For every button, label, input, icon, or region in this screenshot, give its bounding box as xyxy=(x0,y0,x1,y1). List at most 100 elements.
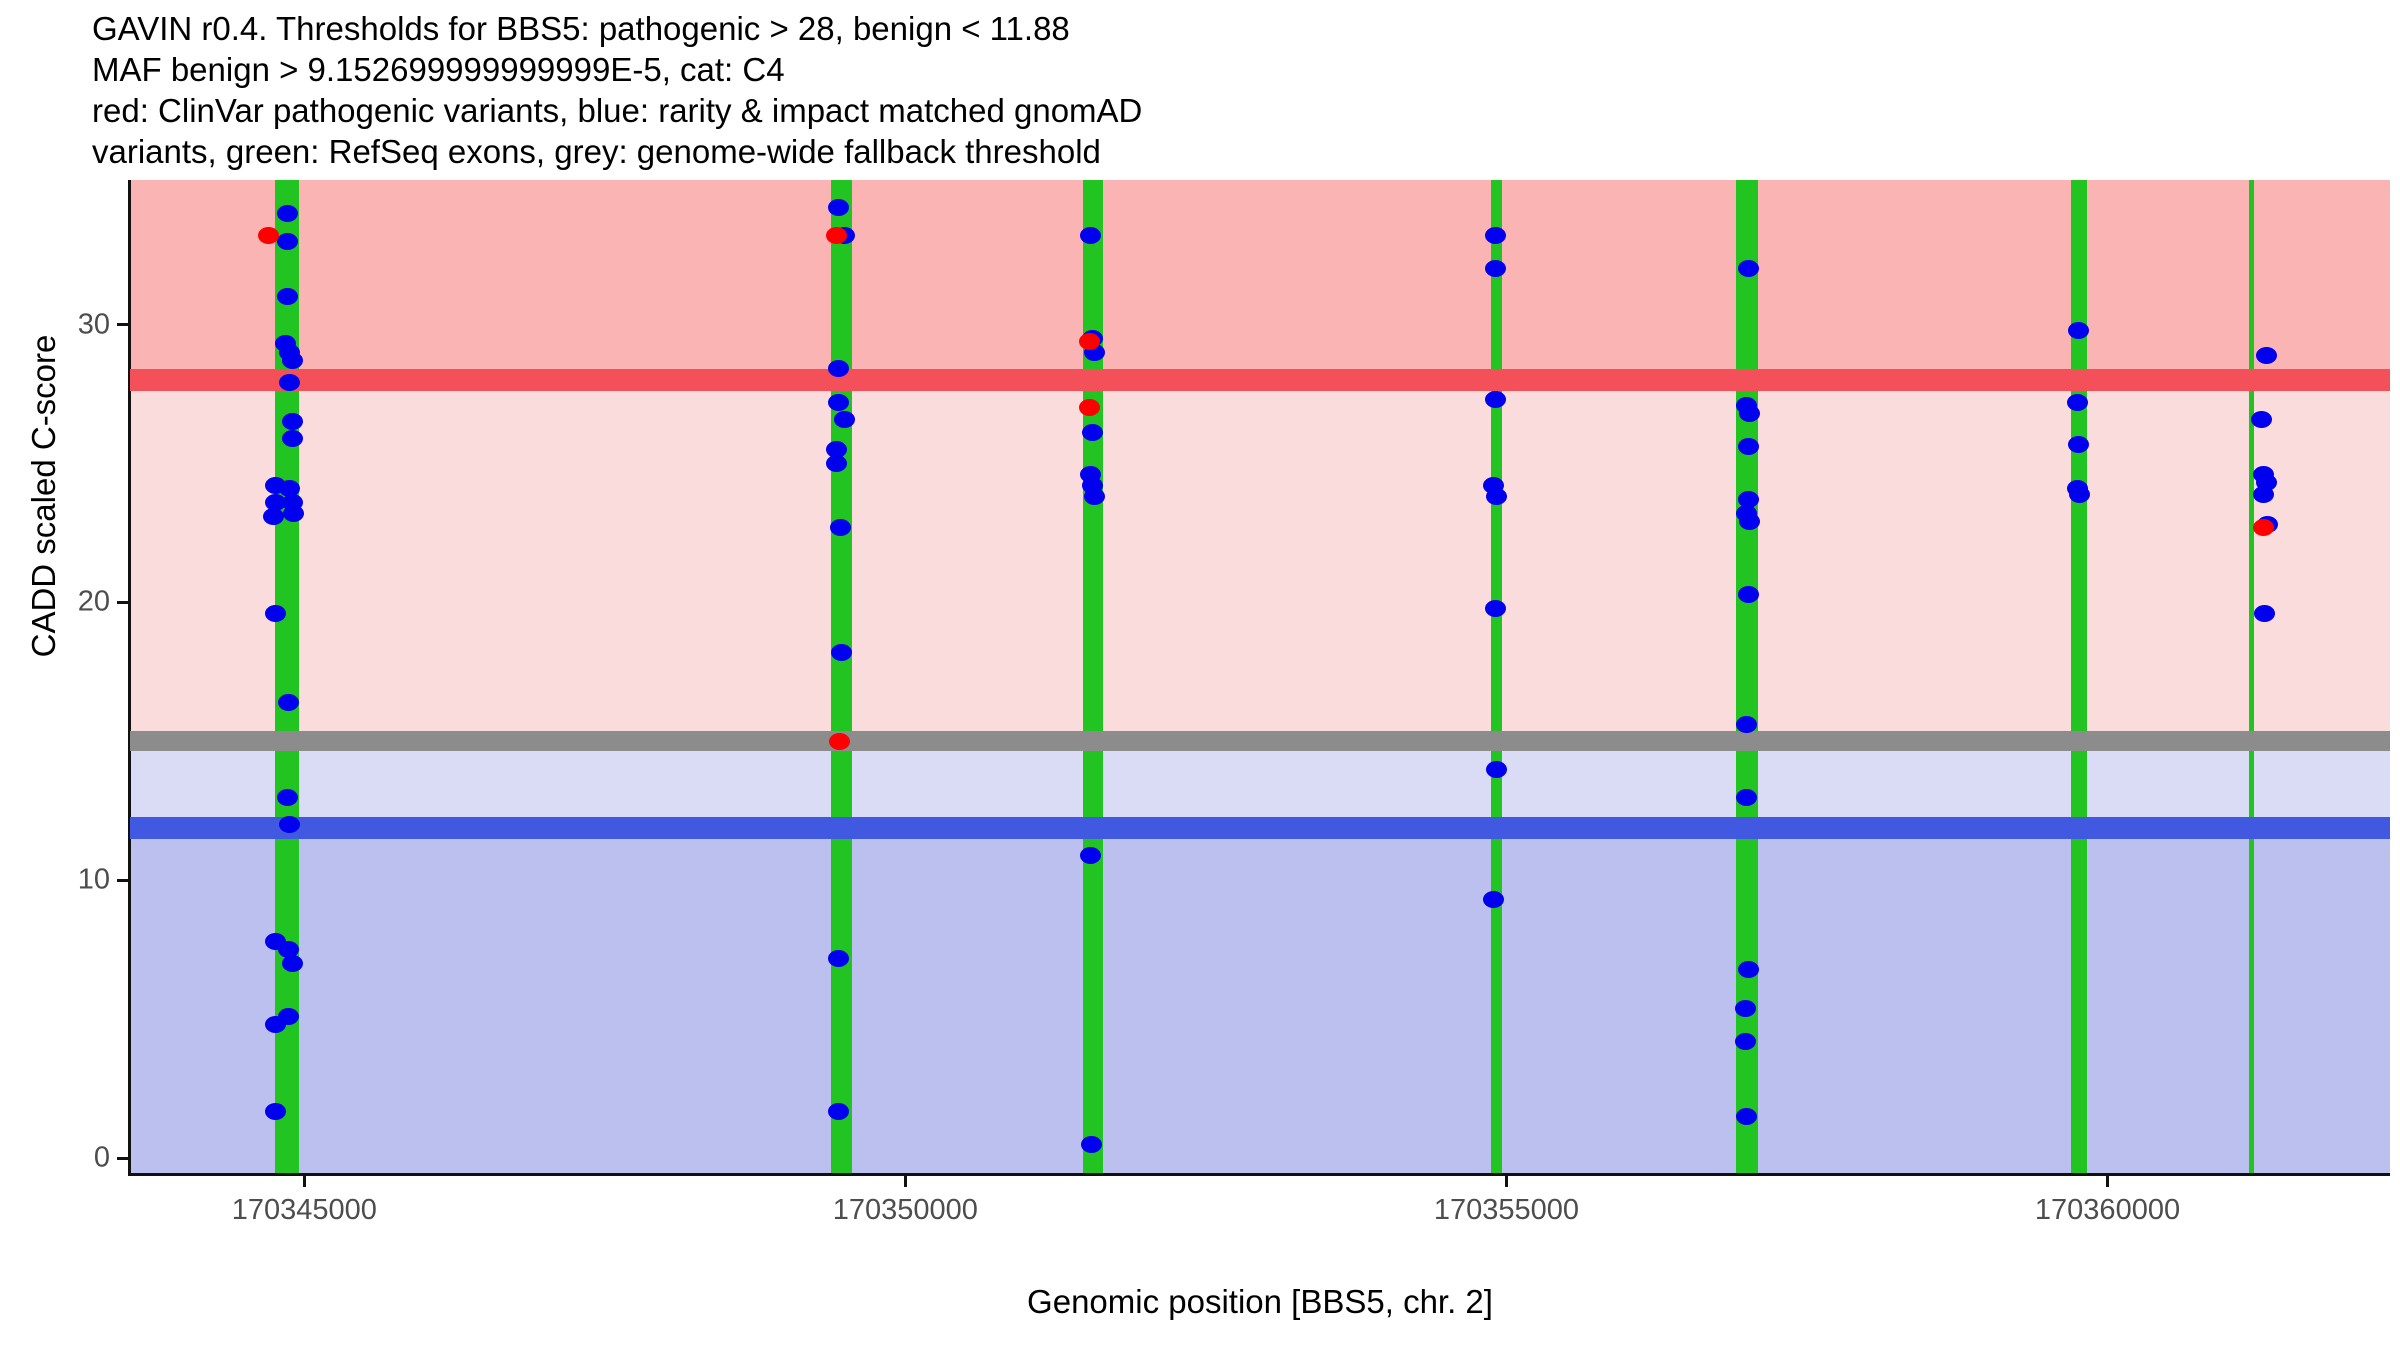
gnomad-point xyxy=(826,454,848,472)
benign-threshold-line xyxy=(130,817,2390,840)
gnomad-point xyxy=(279,374,301,392)
gnomad-point xyxy=(1737,260,1759,278)
clinvar-point xyxy=(1078,399,1100,417)
x-tick-label: 170360000 xyxy=(2034,1194,2181,1226)
gnomad-point xyxy=(829,518,851,536)
gnomad-point xyxy=(1736,1108,1758,1126)
gnomad-point xyxy=(281,413,303,431)
plot-panel xyxy=(130,180,2390,1175)
pathogenic-threshold-line xyxy=(130,369,2390,392)
gnomad-point xyxy=(279,480,301,497)
y-axis-line xyxy=(128,180,131,1175)
gnomad-point xyxy=(1485,599,1507,617)
gnomad-point xyxy=(827,1102,849,1120)
gnomad-point xyxy=(1738,404,1760,422)
gnomad-point xyxy=(1080,227,1101,245)
gnomad-point xyxy=(1486,488,1508,506)
y-tick xyxy=(117,323,128,327)
exon-band-5 xyxy=(1736,180,1758,1175)
gnomad-point xyxy=(2068,321,2090,339)
clinvar-point xyxy=(828,732,850,750)
vous-zone xyxy=(130,741,2390,829)
gnomad-point xyxy=(276,232,298,250)
gnomad-point xyxy=(1735,1033,1757,1051)
y-tick xyxy=(117,1156,128,1160)
fallback-threshold-line xyxy=(130,731,2390,752)
gnomad-point xyxy=(278,694,300,711)
gnomad-point xyxy=(1735,999,1757,1017)
x-tick-label: 170345000 xyxy=(231,1194,377,1226)
gnomad-point xyxy=(264,605,286,623)
gnomad-point xyxy=(281,352,303,370)
exon-band-2 xyxy=(830,180,853,1175)
x-tick xyxy=(302,1176,306,1187)
y-tick xyxy=(117,600,128,604)
gnomad-point xyxy=(1482,891,1504,909)
gnomad-point xyxy=(1080,846,1101,864)
clinvar-point xyxy=(1078,332,1100,350)
gnomad-point xyxy=(2255,346,2277,364)
gnomad-point xyxy=(278,941,300,959)
gnomad-point xyxy=(1736,788,1758,806)
intermediate-zone xyxy=(130,380,2390,742)
gnomad-point xyxy=(276,204,298,222)
gnomad-point xyxy=(827,949,849,967)
gnomad-point xyxy=(833,410,855,428)
gnomad-point xyxy=(1082,424,1104,442)
gnomad-point xyxy=(281,955,303,973)
exon-band-4 xyxy=(1490,180,1502,1175)
clinvar-point xyxy=(2253,518,2275,536)
gnomad-point xyxy=(826,441,848,459)
gnomad-point xyxy=(279,816,301,834)
gnomad-point xyxy=(1737,585,1759,603)
title-line-2: MAF benign > 9.152699999999999E-5, cat: … xyxy=(92,51,785,88)
title-line-4: variants, green: RefSeq exons, grey: gen… xyxy=(92,133,1101,170)
gnomad-point xyxy=(1736,716,1758,734)
y-tick-label: 0 xyxy=(93,1141,110,1174)
y-tick-label: 30 xyxy=(77,308,110,341)
x-tick xyxy=(1504,1176,1508,1187)
title-line-1: GAVIN r0.4. Thresholds for BBS5: pathoge… xyxy=(92,10,1070,47)
benign-zone xyxy=(130,828,2390,1175)
x-tick xyxy=(903,1176,907,1187)
gnomad-point xyxy=(827,360,849,378)
clinvar-point xyxy=(826,227,848,245)
gnomad-point xyxy=(278,1008,300,1026)
gnomad-point xyxy=(827,393,849,411)
gnomad-point xyxy=(1081,1135,1103,1153)
gnomad-point xyxy=(276,288,298,306)
title-line-3: red: ClinVar pathogenic variants, blue: … xyxy=(92,92,1143,129)
gnomad-point xyxy=(2254,605,2276,623)
gnomad-point xyxy=(1486,760,1508,778)
y-tick xyxy=(117,878,128,882)
y-tick-label: 10 xyxy=(77,863,110,896)
gnomad-point xyxy=(281,429,303,447)
gnomad-point xyxy=(2066,393,2088,411)
y-axis-title: CADD scaled C-score xyxy=(25,334,62,658)
gnomad-point xyxy=(1737,438,1759,456)
gnomad-point xyxy=(1737,491,1759,509)
gnomad-point xyxy=(282,505,304,523)
clinvar-point xyxy=(257,227,279,245)
x-tick xyxy=(2106,1176,2109,1187)
gnomad-point xyxy=(2250,410,2272,428)
chart-title-block: GAVIN r0.4. Thresholds for BBS5: pathoge… xyxy=(92,8,2372,172)
x-tick-label: 170350000 xyxy=(832,1194,978,1226)
gnomad-point xyxy=(827,199,849,217)
gnomad-point xyxy=(262,507,284,525)
exon-band-6 xyxy=(2071,180,2088,1175)
x-axis-line xyxy=(128,1173,2390,1176)
gnomad-point xyxy=(2068,435,2090,453)
gnomad-point xyxy=(1083,488,1105,506)
gnomad-point xyxy=(2069,485,2091,503)
gnomad-point xyxy=(1738,513,1760,531)
exon-band-7 xyxy=(2249,180,2254,1175)
gnomad-point xyxy=(1737,960,1759,978)
gnomad-point xyxy=(1485,391,1507,409)
gnomad-point xyxy=(2253,485,2275,503)
gnomad-point xyxy=(1485,260,1507,278)
x-axis-title: Genomic position [BBS5, chr. 2] xyxy=(1027,1283,1493,1320)
